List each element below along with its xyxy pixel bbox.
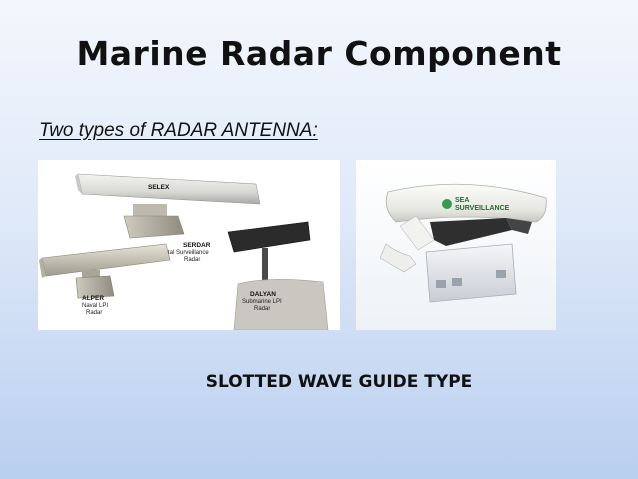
antenna-type-caption: SLOTTED WAVE GUIDE TYPE xyxy=(205,372,473,392)
slide-title: Marine Radar Component xyxy=(76,34,562,73)
dalyan-desc2: Radar xyxy=(254,306,270,312)
logo-surveillance: SURVEILLANCE xyxy=(455,205,510,212)
dalyan-antenna: DALYAN Submarine LPI Radar xyxy=(227,221,329,330)
alper-name: ALPER xyxy=(82,295,104,302)
sea-surveillance-antenna-photo: SEA SURVEILLANCE xyxy=(356,160,556,330)
radar-antennas-photo: SELEX SERDAR Coastal Surveillance Radar … xyxy=(38,160,340,330)
alper-antenna: ALPER Naval LPI Radar xyxy=(39,243,171,316)
serdar-name: SERDAR xyxy=(183,242,211,249)
alper-desc: Naval LPI xyxy=(82,303,108,309)
dalyan-name: DALYAN xyxy=(250,291,276,298)
serdar-desc2: Radar xyxy=(184,257,200,263)
sea-logo-icon xyxy=(442,199,452,209)
slide-subtitle: Two types of RADAR ANTENNA: xyxy=(39,120,318,141)
brand-label: SELEX xyxy=(148,184,170,191)
serdar-desc: Coastal Surveillance xyxy=(154,250,209,256)
dalyan-desc: Submarine LPI xyxy=(242,299,282,305)
alper-desc2: Radar xyxy=(86,310,102,316)
logo-sea: SEA xyxy=(455,197,469,204)
serdar-antenna: SELEX SERDAR Coastal Surveillance Radar xyxy=(75,173,261,263)
